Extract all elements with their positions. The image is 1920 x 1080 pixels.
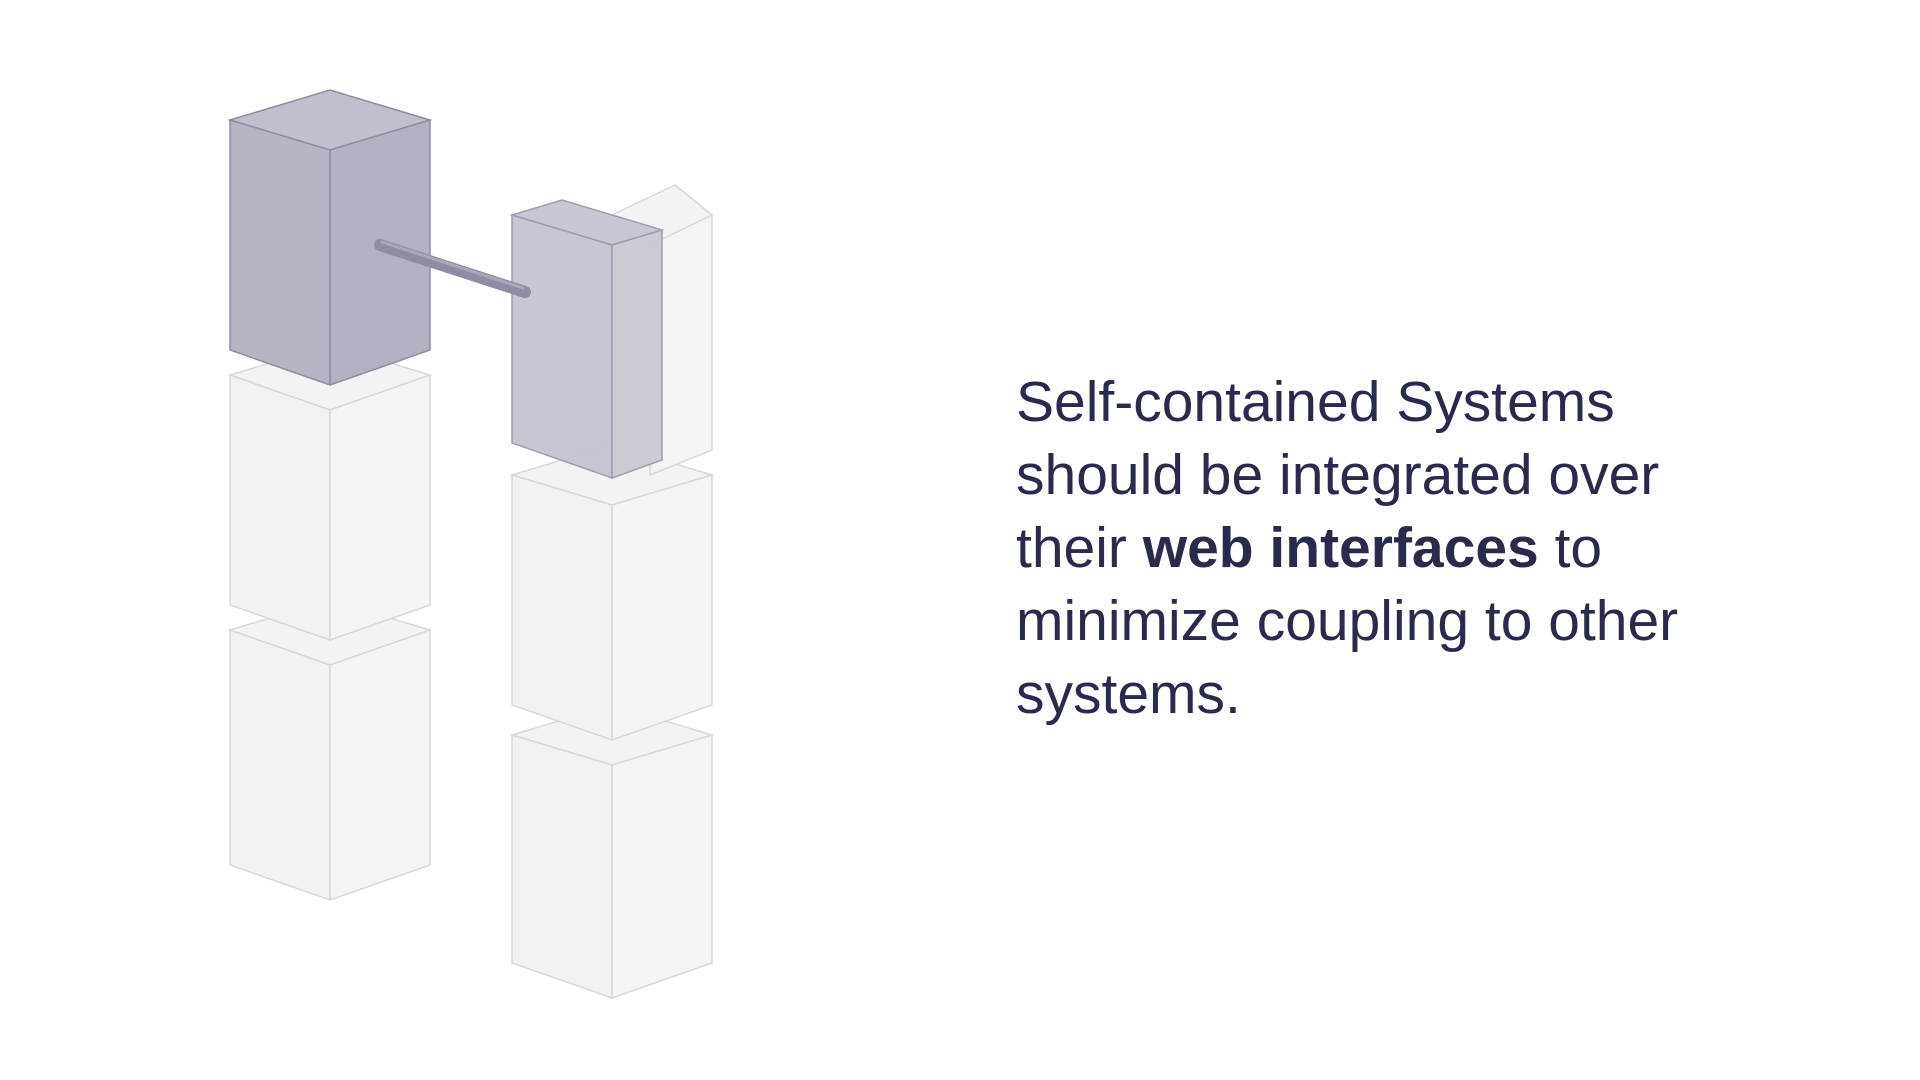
caption-emphasis-web-interfaces: web interfaces bbox=[1142, 516, 1539, 580]
right-stack-bottom-box bbox=[509, 704, 715, 1000]
web-interface-connector bbox=[374, 239, 531, 298]
isometric-systems-diagram bbox=[227, 89, 715, 1000]
caption-line-3-prefix: their bbox=[1016, 516, 1143, 580]
caption-line-4: minimize coupling to other bbox=[1016, 589, 1679, 653]
left-stack-bottom-box bbox=[227, 599, 433, 902]
connector-highlight bbox=[380, 240, 525, 290]
left-stack-middle-box bbox=[227, 344, 433, 642]
right-stack-middle-box bbox=[509, 444, 715, 742]
left-stack-top-box-highlighted bbox=[227, 89, 433, 387]
caption-line-1: Self-contained Systems bbox=[1016, 370, 1615, 434]
caption-line-3-suffix: to bbox=[1538, 516, 1603, 580]
right-stack-top-box-highlighted bbox=[509, 199, 665, 480]
caption-line-5: systems. bbox=[1016, 662, 1241, 726]
caption-line-2: should be integrated over bbox=[1016, 443, 1660, 507]
caption-text: Self-contained Systems should be integra… bbox=[1016, 366, 1776, 731]
